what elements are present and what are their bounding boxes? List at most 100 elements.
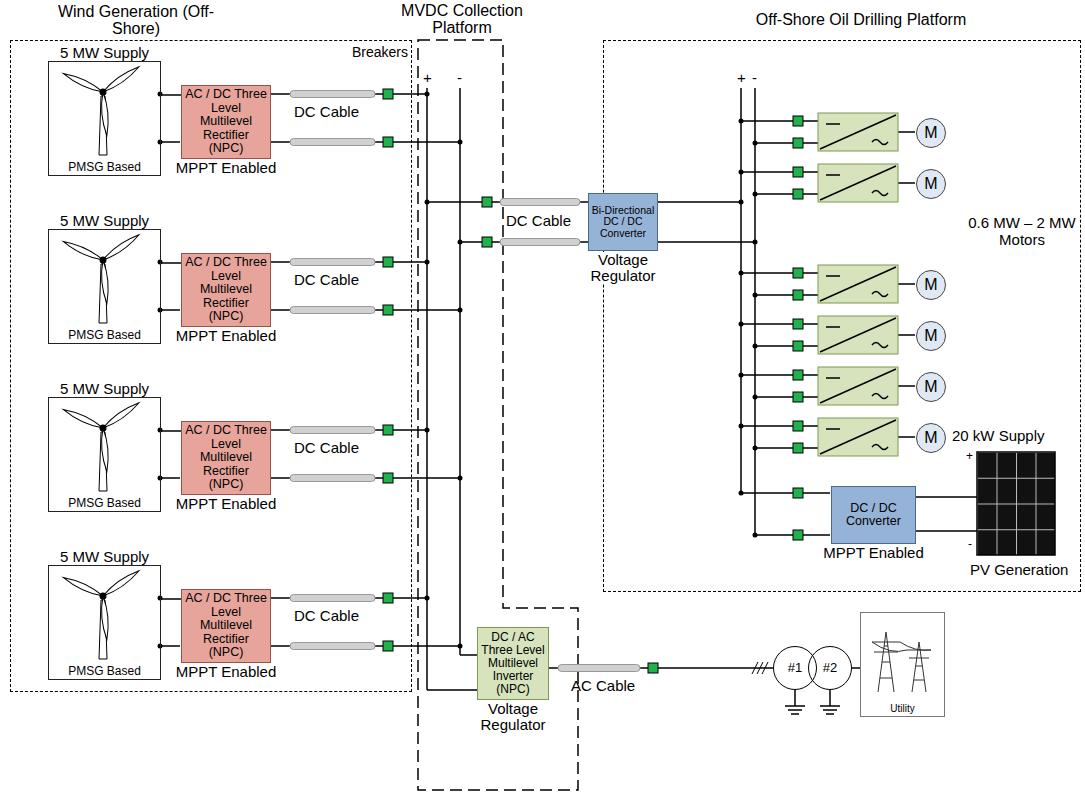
junction-dot bbox=[158, 644, 163, 649]
annotation: DC Cable bbox=[294, 440, 359, 457]
region-outline bbox=[418, 40, 578, 790]
node-note: MPPT Enabled bbox=[156, 664, 296, 680]
turbine-blade bbox=[100, 596, 110, 640]
dc-cable bbox=[290, 259, 375, 266]
breaker bbox=[383, 89, 393, 99]
node-label: M bbox=[922, 124, 939, 141]
wires bbox=[427, 88, 977, 714]
node-label: M bbox=[922, 429, 939, 446]
annotation: AC Cable bbox=[571, 678, 635, 695]
annotation: PV Generation bbox=[970, 562, 1068, 579]
annotation: + bbox=[423, 70, 432, 87]
connector bbox=[161, 598, 181, 600]
pv-panel bbox=[977, 452, 1055, 555]
turbine-blade bbox=[62, 407, 104, 431]
node-label: AC / DC Three Level Multilevel Rectifier… bbox=[182, 424, 270, 492]
motor-drive bbox=[739, 418, 916, 456]
converter-box: DC / DC ConverterMPPT Enabled bbox=[831, 486, 916, 544]
node-note: Voltage Regulator bbox=[578, 252, 668, 284]
rectifier-box: AC / DC Three Level Multilevel Rectifier… bbox=[181, 421, 271, 495]
turbine-blade bbox=[62, 71, 104, 95]
turbine-blade bbox=[101, 568, 140, 598]
turbine-hub bbox=[100, 89, 107, 96]
converter-box: Bi-Directional DC / DC ConverterVoltage … bbox=[588, 193, 658, 251]
breaker bbox=[383, 593, 393, 603]
annotation: - bbox=[457, 70, 462, 87]
junction-dot bbox=[739, 373, 744, 378]
node-label: AC / DC Three Level Multilevel Rectifier… bbox=[182, 592, 270, 660]
node-note: PMSG Based bbox=[49, 665, 160, 678]
turbine-hub bbox=[100, 593, 107, 600]
annotation: 0.6 MW – 2 MW Motors bbox=[963, 215, 1081, 248]
utility-box: Utility bbox=[860, 612, 945, 717]
breaker bbox=[383, 425, 393, 435]
junction-dot bbox=[753, 395, 758, 400]
breaker bbox=[793, 421, 803, 431]
rectifier-box: AC / DC Three Level Multilevel Rectifier… bbox=[181, 85, 271, 159]
breaker bbox=[383, 641, 393, 651]
motor-circle: M bbox=[916, 321, 946, 351]
turbine-hub bbox=[100, 425, 107, 432]
breaker bbox=[383, 473, 393, 483]
junction-dot bbox=[458, 140, 463, 145]
junction-dot bbox=[158, 428, 163, 433]
dc-cable bbox=[290, 427, 375, 434]
junction-dot bbox=[425, 596, 430, 601]
breaker bbox=[793, 116, 803, 126]
motor-circle: M bbox=[916, 372, 946, 402]
wind-turbine-box: 5 MW SupplyPMSG Based bbox=[48, 565, 161, 680]
node-label: DC / AC Three Level Multilevel Inverter … bbox=[478, 631, 548, 696]
junction-dot bbox=[739, 170, 744, 175]
annotation: + bbox=[737, 70, 746, 87]
inverter-symbol bbox=[818, 418, 898, 456]
node-label: M bbox=[922, 175, 939, 192]
breaker bbox=[383, 305, 393, 315]
node-label: AC / DC Three Level Multilevel Rectifier… bbox=[182, 256, 270, 324]
region: MVDC Collection PlatformDC / AC Three Le… bbox=[418, 40, 578, 790]
junction-dot bbox=[739, 322, 744, 327]
breaker bbox=[793, 290, 803, 300]
junction-dot bbox=[739, 424, 744, 429]
breaker bbox=[793, 443, 803, 453]
junction-dot bbox=[425, 92, 430, 97]
inverter-symbol-strokes bbox=[820, 318, 896, 352]
motor-circle: M bbox=[916, 169, 946, 199]
inverter-symbol-strokes bbox=[820, 420, 896, 454]
annotation: DC Cable bbox=[294, 104, 359, 121]
breaker bbox=[383, 257, 393, 267]
wind-turbine-box: 5 MW SupplyPMSG Based bbox=[48, 229, 161, 344]
node-label: #2 bbox=[821, 661, 839, 675]
node-label: Off-Shore Oil Drilling Platform bbox=[701, 11, 1021, 28]
node-label: MVDC Collection Platform bbox=[387, 2, 537, 37]
connector bbox=[161, 94, 181, 96]
transformer-winding: #1 bbox=[773, 646, 817, 690]
turbine-blade bbox=[101, 64, 140, 94]
breaker bbox=[793, 268, 803, 278]
motor-drive bbox=[739, 113, 916, 151]
turbine-hub bbox=[100, 257, 107, 264]
annotation: DC Cable bbox=[294, 272, 359, 289]
motor-circle: M bbox=[916, 423, 946, 453]
inverter-symbol bbox=[818, 164, 898, 202]
inverter-box: DC / AC Three Level Multilevel Inverter … bbox=[477, 627, 549, 700]
turbine-blade bbox=[100, 428, 110, 472]
annotation: DC Cable bbox=[506, 213, 571, 230]
node-label: 5 MW Supply bbox=[60, 45, 149, 61]
annotation: - bbox=[968, 538, 972, 551]
node-label: DC / DC Converter bbox=[832, 502, 915, 529]
rectifier-box: AC / DC Three Level Multilevel Rectifier… bbox=[181, 589, 271, 663]
junction-dot bbox=[753, 446, 758, 451]
transformer-winding: #2 bbox=[808, 646, 852, 690]
junction-dot bbox=[158, 92, 163, 97]
junction-dot bbox=[458, 476, 463, 481]
turbine-blade bbox=[62, 575, 104, 599]
breaker bbox=[383, 137, 393, 147]
breaker bbox=[793, 370, 803, 380]
breaker bbox=[793, 138, 803, 148]
node-label: M bbox=[922, 276, 939, 293]
node-label: 5 MW Supply bbox=[60, 213, 149, 229]
connector bbox=[161, 430, 181, 432]
motor-drive bbox=[739, 164, 916, 202]
connector bbox=[161, 262, 181, 264]
inverter-symbol-strokes bbox=[820, 369, 896, 403]
